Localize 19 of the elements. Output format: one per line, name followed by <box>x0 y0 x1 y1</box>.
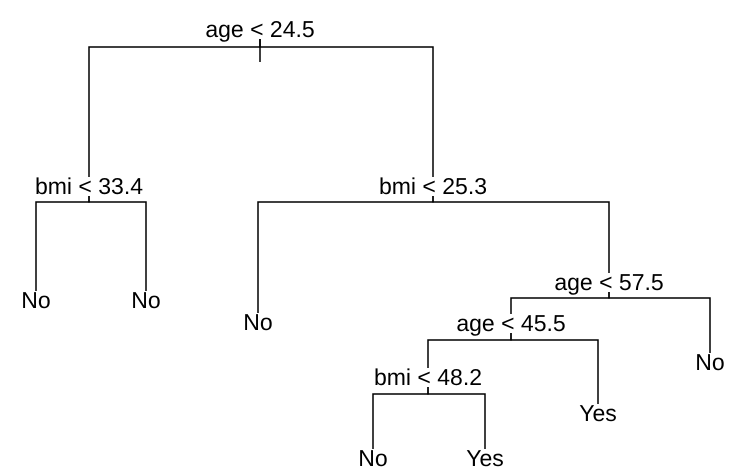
tree-branch <box>427 387 486 449</box>
tree-node-label: No <box>695 350 725 374</box>
tree-node-label: Yes <box>466 446 504 470</box>
tree-node-label: No <box>21 288 51 312</box>
tree-node-label: bmi < 33.4 <box>34 174 144 198</box>
tree-node-label: bmi < 48.2 <box>374 365 482 389</box>
tree-node-label: No <box>131 288 161 312</box>
tree-branch <box>510 333 599 404</box>
tree-branch <box>432 196 610 273</box>
tree-branch <box>88 196 147 291</box>
tree-branch <box>259 39 434 177</box>
tree-node-label: age < 24.5 <box>205 17 315 41</box>
tree-node-label: age < 57.5 <box>554 270 664 294</box>
tree-node-label: bmi < 25.3 <box>378 174 488 198</box>
tree-node-label: age < 45.5 <box>456 311 566 335</box>
tree-node-label: No <box>358 446 388 470</box>
tree-node-label: No <box>243 310 273 334</box>
tree-node-label: Yes <box>579 401 617 425</box>
tree-branch <box>608 292 711 353</box>
